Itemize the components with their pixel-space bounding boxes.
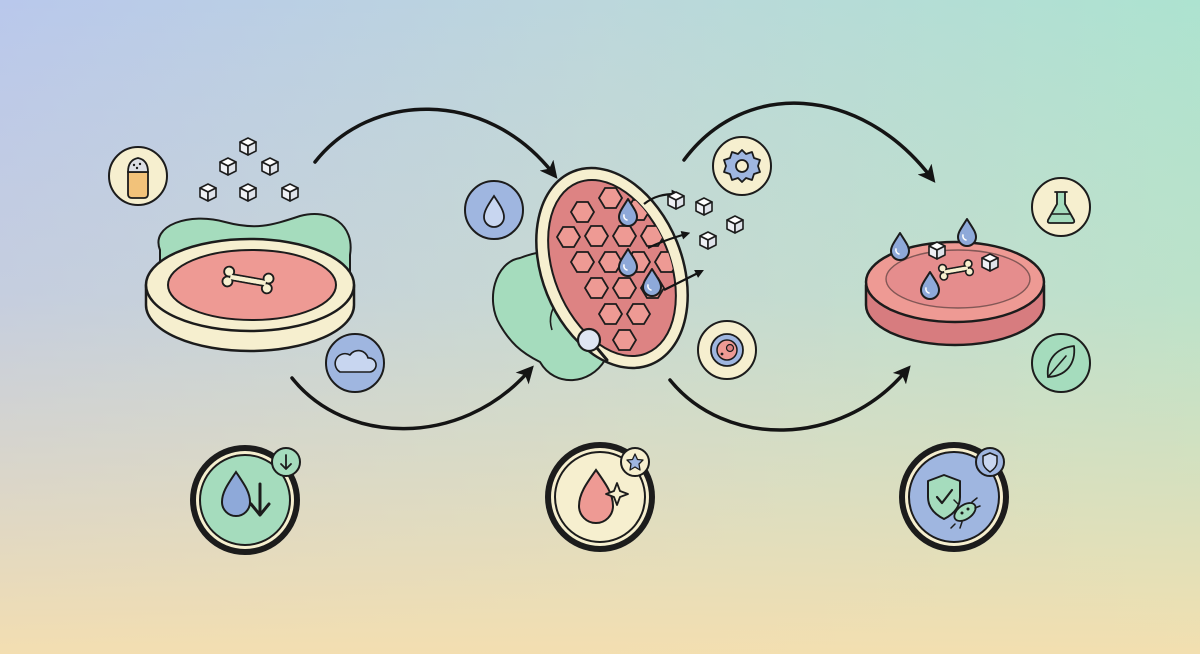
water-loss-icon [190,445,300,555]
salt-cube [981,253,999,272]
salt-cube [199,183,217,202]
bone-icon [937,259,975,281]
salt-cube [695,197,713,216]
arrow-brine-to-cured-bottom [668,365,911,432]
shield-icon [975,447,1005,477]
flask-icon [1031,177,1091,237]
star-icon [620,447,650,477]
salt-cube [239,137,257,156]
honeycomb-fibers [555,187,680,351]
salt-shaker-icon [108,146,168,206]
bacteria-icon [950,497,981,529]
salt-cube [667,191,685,210]
gear-icon [712,136,772,196]
salt-cube [239,183,257,202]
steak-meat [167,249,337,321]
cell-icon [697,320,757,380]
meat-cross-section [491,166,689,382]
salt-cube [726,215,744,234]
leaf-icon [1031,333,1091,393]
salt-cube [699,231,717,250]
cured-steak [864,218,1046,347]
magnifier-icon [576,327,609,362]
diffusion-arrow [663,270,704,291]
steak-inner [885,249,1031,309]
salt-cube [219,157,237,176]
cloud-icon [325,333,385,393]
raw-steak [144,213,356,353]
salt-cube [281,183,299,202]
down-arrow-icon [271,447,301,477]
salt-cube [261,157,279,176]
arrow-brine-to-cured-top [682,101,936,183]
arrow-raw-to-brine-bottom [290,365,534,431]
water-drop-icon [464,180,524,240]
diffusion-arrow [647,230,691,249]
salt-cube [928,241,946,260]
arrow-raw-to-brine-top [313,107,558,179]
bone-icon [221,265,275,295]
